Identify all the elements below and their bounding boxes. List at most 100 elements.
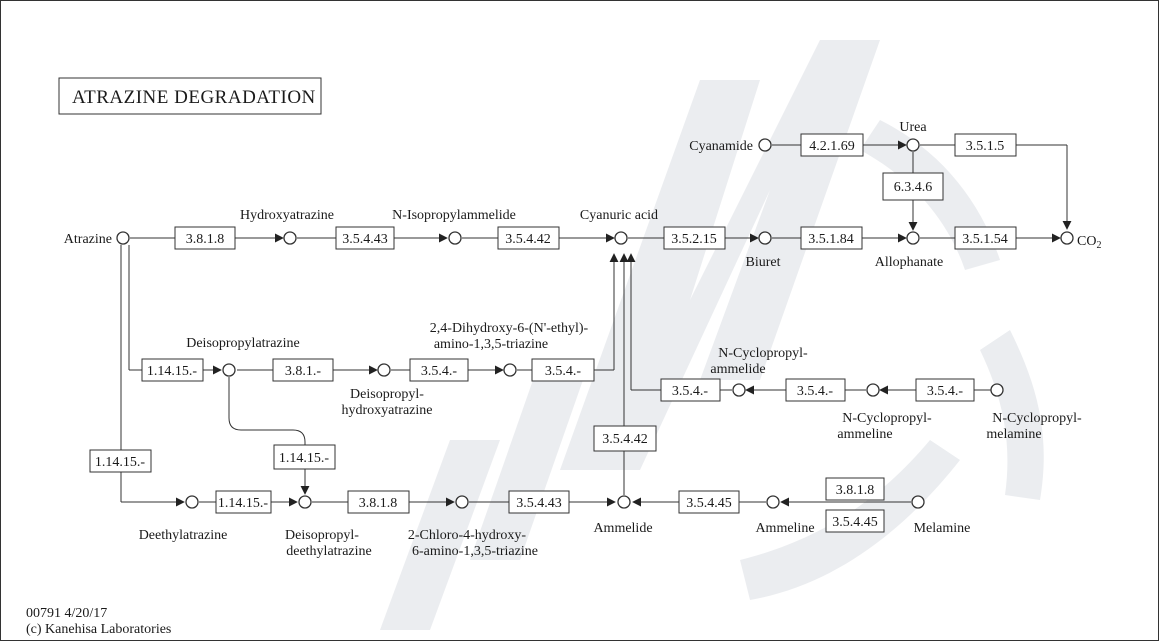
- label-n-isopropylammelide: N-Isopropylammelide: [392, 208, 516, 223]
- compound-labels: Atrazine Hydroxyatrazine N-Isopropylamme…: [64, 120, 1102, 559]
- label-biuret: Biuret: [746, 255, 781, 270]
- compound-node-n-cyclopropylammelide[interactable]: [732, 383, 746, 397]
- svg-text:3.8.1.8: 3.8.1.8: [186, 232, 225, 247]
- svg-text:3.8.1.8: 3.8.1.8: [359, 496, 398, 511]
- svg-text:1.14.15.-: 1.14.15.-: [95, 455, 146, 470]
- label-n-cyclopropylmelamine-1: N-Cyclopropyl-: [992, 411, 1082, 426]
- label-n-cyclopropylammelide-1: N-Cyclopropyl-: [718, 346, 808, 361]
- enzyme-box[interactable]: 3.8.1.8: [347, 490, 410, 514]
- pathway-title: ATRAZINE DEGRADATION: [72, 87, 316, 108]
- enzyme-box[interactable]: 3.5.4.-: [785, 378, 846, 402]
- enzyme-box[interactable]: 3.8.1.8: [825, 477, 885, 501]
- compound-node-ammelide[interactable]: [617, 495, 631, 509]
- svg-text:3.5.4.-: 3.5.4.-: [927, 384, 964, 399]
- label-deisopropylhydroxyatrazine-2: hydroxyatrazine: [342, 403, 433, 418]
- compound-node-deethylatrazine[interactable]: [185, 495, 199, 509]
- label-ammeline: Ammeline: [755, 521, 814, 536]
- svg-text:3.5.4.45: 3.5.4.45: [686, 496, 732, 511]
- enzyme-box[interactable]: 3.5.4.45: [825, 509, 885, 533]
- compound-node-deisopropyldeethylatrazine[interactable]: [298, 495, 312, 509]
- label-n-cyclopropylmelamine-2: melamine: [986, 427, 1041, 442]
- label-co2: CO2: [1077, 234, 1101, 251]
- compound-node-cyanamide[interactable]: [758, 138, 772, 152]
- copyright: (c) Kanehisa Laboratories: [26, 622, 171, 637]
- enzyme-box[interactable]: 4.2.1.69: [800, 133, 864, 157]
- enzyme-box[interactable]: 3.5.1.54: [954, 226, 1017, 250]
- svg-text:1.14.15.-: 1.14.15.-: [147, 364, 198, 379]
- enzyme-box[interactable]: 3.5.4.43: [335, 226, 395, 250]
- compound-node-n-cyclopropylmelamine[interactable]: [990, 383, 1004, 397]
- label-cyanuric-acid: Cyanuric acid: [580, 208, 658, 223]
- svg-text:3.5.4.43: 3.5.4.43: [342, 232, 388, 247]
- label-deisopropylatrazine: Deisopropylatrazine: [186, 336, 300, 351]
- svg-text:3.5.4.-: 3.5.4.-: [672, 384, 709, 399]
- label-n-cyclopropylammelide-2: ammelide: [710, 362, 765, 377]
- compound-node-deisopropylhydroxyatrazine[interactable]: [377, 363, 391, 377]
- label-deethylatrazine: Deethylatrazine: [139, 528, 228, 543]
- label-deisopropyldeethylatrazine-2: deethylatrazine: [286, 544, 372, 559]
- compound-node-urea[interactable]: [906, 138, 920, 152]
- compound-node-biuret[interactable]: [758, 231, 772, 245]
- compound-node-dihydroxy-triazine[interactable]: [503, 363, 517, 377]
- enzyme-box[interactable]: 6.3.4.6: [882, 172, 944, 201]
- label-n-cyclopropylammeline-1: N-Cyclopropyl-: [842, 411, 932, 426]
- compound-node-melamine[interactable]: [911, 495, 925, 509]
- label-dihydroxy-2: amino-1,3,5-triazine: [434, 337, 548, 352]
- enzyme-box[interactable]: 3.5.2.15: [663, 226, 726, 250]
- enzyme-box[interactable]: 3.5.4.-: [915, 378, 975, 402]
- label-deisopropyldeethylatrazine-1: Deisopropyl-: [285, 528, 359, 543]
- compound-node-hydroxyatrazine[interactable]: [283, 231, 297, 245]
- label-allophanate: Allophanate: [875, 255, 943, 270]
- svg-text:3.5.4.43: 3.5.4.43: [516, 496, 562, 511]
- compound-node-n-isopropylammelide[interactable]: [448, 231, 462, 245]
- enzyme-box[interactable]: 3.5.1.5: [954, 133, 1017, 157]
- enzyme-box[interactable]: 3.5.4.-: [660, 378, 721, 402]
- svg-text:3.5.1.84: 3.5.1.84: [808, 232, 854, 247]
- enzyme-box[interactable]: 3.5.1.84: [800, 226, 863, 250]
- label-chloro-1: 2-Chloro-4-hydroxy-: [408, 528, 527, 543]
- svg-text:1.14.15.-: 1.14.15.-: [279, 451, 330, 466]
- enzyme-box[interactable]: 3.5.4.-: [531, 358, 595, 382]
- svg-text:3.5.4.-: 3.5.4.-: [421, 364, 458, 379]
- label-deisopropylhydroxyatrazine-1: Deisopropyl-: [350, 387, 424, 402]
- compound-node-allophanate[interactable]: [906, 231, 920, 245]
- map-id-date: 00791 4/20/17: [26, 606, 107, 621]
- enzyme-box[interactable]: 3.8.1.8: [174, 226, 236, 250]
- label-dihydroxy-1: 2,4-Dihydroxy-6-(N'-ethyl)-: [430, 321, 589, 336]
- compound-node-deisopropylatrazine[interactable]: [222, 363, 236, 377]
- svg-text:3.5.4.42: 3.5.4.42: [602, 432, 648, 447]
- compound-node-co2[interactable]: [1060, 231, 1074, 245]
- svg-text:6.3.4.6: 6.3.4.6: [894, 180, 933, 195]
- enzyme-box[interactable]: 3.5.4.-: [409, 358, 469, 382]
- svg-text:3.5.4.42: 3.5.4.42: [505, 232, 551, 247]
- label-hydroxyatrazine: Hydroxyatrazine: [240, 208, 334, 223]
- enzyme-boxes: 3.8.1.8 3.5.4.43 3.5.4.42 3.5.2.15 3.5.1…: [89, 133, 1017, 533]
- label-chloro-2: 6-amino-1,3,5-triazine: [412, 544, 538, 559]
- enzyme-box[interactable]: 1.14.15.-: [89, 449, 152, 473]
- svg-text:1.14.15.-: 1.14.15.-: [218, 496, 269, 511]
- enzyme-box[interactable]: 1.14.15.-: [273, 444, 336, 470]
- svg-text:3.5.4.-: 3.5.4.-: [797, 384, 834, 399]
- enzyme-box[interactable]: 3.5.4.42: [593, 425, 657, 452]
- label-melamine: Melamine: [914, 521, 971, 536]
- svg-text:3.8.1.8: 3.8.1.8: [836, 483, 875, 498]
- enzyme-box[interactable]: 1.14.15.-: [215, 490, 272, 514]
- enzyme-box[interactable]: 3.5.4.42: [497, 226, 560, 250]
- svg-text:3.5.2.15: 3.5.2.15: [671, 232, 717, 247]
- enzyme-box[interactable]: 3.5.4.45: [678, 490, 740, 514]
- enzyme-box[interactable]: 3.8.1.-: [272, 358, 334, 382]
- label-urea: Urea: [899, 120, 927, 135]
- compound-node-chloro-hydroxy-triazine[interactable]: [455, 495, 469, 509]
- compound-node-cyanuric-acid[interactable]: [614, 231, 628, 245]
- compound-node-ammeline[interactable]: [766, 495, 780, 509]
- compound-node-n-cyclopropylammeline[interactable]: [866, 383, 880, 397]
- enzyme-box[interactable]: 1.14.15.-: [141, 358, 204, 382]
- svg-text:4.2.1.69: 4.2.1.69: [809, 139, 855, 154]
- label-ammelide: Ammelide: [593, 521, 652, 536]
- svg-text:3.5.4.-: 3.5.4.-: [545, 364, 582, 379]
- compound-node-atrazine[interactable]: [116, 231, 130, 245]
- title-box: [58, 77, 322, 115]
- svg-text:3.5.1.54: 3.5.1.54: [962, 232, 1008, 247]
- enzyme-box[interactable]: 3.5.4.43: [508, 490, 570, 514]
